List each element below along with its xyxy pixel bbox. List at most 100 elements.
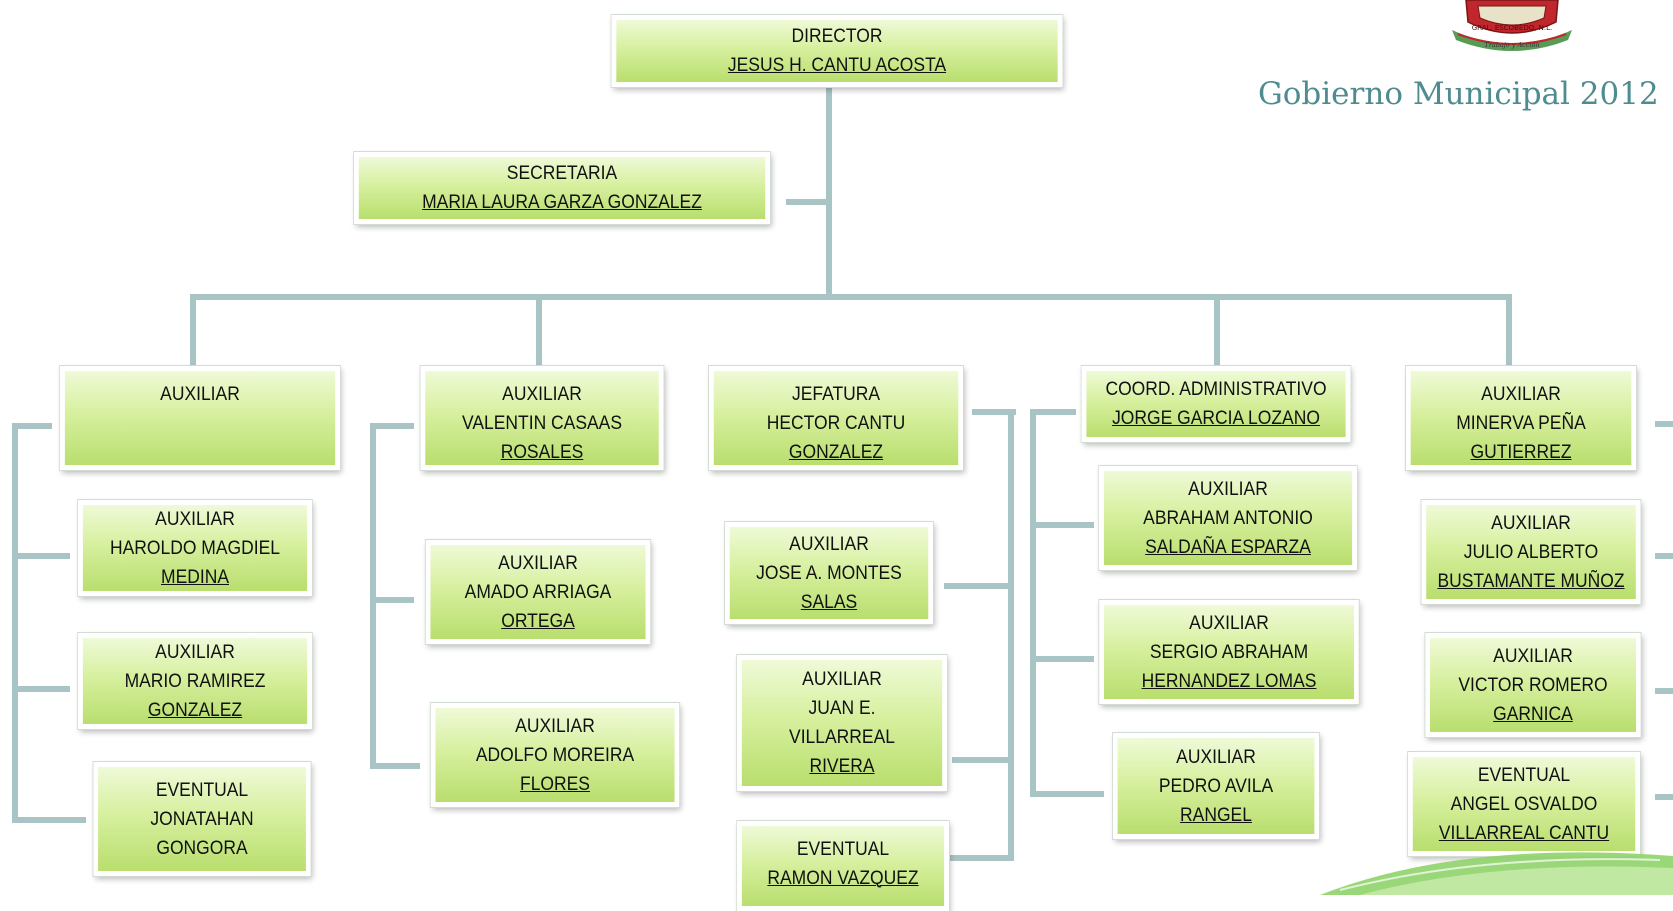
org-name-line: ANGEL OSVALDO [1450,793,1598,815]
org-box-jose: AUXILIAR JOSE A. MONTES SALAS [725,522,933,624]
connector-line [944,583,1014,589]
org-role: COORD. ADMINISTRATIVO [1105,379,1327,400]
org-box-mario: AUXILIAR MARIO RAMIREZ GONZALEZ [78,633,312,729]
connector-line [1030,656,1094,662]
org-role: AUXILIAR [502,384,582,405]
org-name: JESUS H. CANTU ACOSTA [727,55,947,76]
org-box-abraham: AUXILIAR ABRAHAM ANTONIO SALDAÑA ESPARZA [1099,466,1357,570]
org-box-julio: AUXILIAR JULIO ALBERTO BUSTAMANTE MUÑOZ [1421,500,1641,604]
org-name-line: ROSALES [500,442,584,463]
connector-line [952,757,1014,763]
org-box-pedro: AUXILIAR PEDRO AVILA RANGEL [1112,733,1320,839]
org-role: AUXILIAR [802,669,882,690]
org-role: AUXILIAR [498,552,578,574]
connector-line [536,294,542,366]
org-box-adolfo: AUXILIAR ADOLFO MOREIRA FLORES [430,703,680,807]
org-name-line: VICTOR ROMERO [1458,674,1608,696]
org-box-valentin: AUXILIAR VALENTIN CASAAS ROSALES [420,366,664,470]
org-name-line: VALENTIN CASAAS [462,413,622,434]
org-name: RAMON VAZQUEZ [767,868,919,889]
org-box-jonatahan: EVENTUAL JONATAHAN GONGORA [93,762,311,876]
org-name-line: SERGIO ABRAHAM [1149,641,1309,663]
org-name-line: JOSE A. MONTES [756,562,902,584]
org-name-line: JUAN E. [808,698,876,719]
connector-line [190,294,196,366]
org-role: EVENTUAL [155,779,249,801]
svg-text:GRAL. ESCOBEDO, N.L.: GRAL. ESCOBEDO, N.L. [1472,24,1553,32]
org-box-jorge: COORD. ADMINISTRATIVO JORGE GARCIA LOZAN… [1081,366,1351,442]
connector-line [12,686,70,692]
org-name-line: JULIO ALBERTO [1463,541,1599,563]
connector-line [1214,294,1220,366]
org-name-line: ABRAHAM ANTONIO [1143,507,1313,529]
org-role: SECRETARIA [506,163,618,184]
org-name-line: GONZALEZ [147,699,243,721]
connector-line [370,423,376,769]
org-role: AUXILIAR [1188,478,1268,500]
org-role: AUXILIAR [1491,512,1571,534]
org-name-line: HAROLDO MAGDIEL [110,537,280,559]
connector-line [786,199,832,205]
org-role: AUXILIAR [155,641,235,663]
connector-line [1030,522,1094,528]
org-name-line: HERNANDEZ LOMAS [1141,670,1317,692]
connector-line [12,423,52,429]
svg-text:Trabajo y Acción: Trabajo y Acción [1484,41,1539,49]
connector-line [1008,409,1014,861]
connector-line [1506,294,1512,366]
connector-line [972,409,1016,415]
org-box-aux-head-1: AUXILIAR [60,366,340,470]
connector-line [370,763,420,769]
connector-line [950,855,1014,861]
org-name: JORGE GARCIA LOZANO [1112,408,1320,429]
org-name: MARIA LAURA GARZA GONZALEZ [422,192,702,213]
org-name-line: ORTEGA [501,610,575,632]
org-box-minerva: AUXILIAR MINERVA PEÑA GUTIERREZ [1406,366,1636,470]
org-role: AUXILIAR [155,508,235,530]
org-name-line: PEDRO AVILA [1158,775,1274,797]
org-name-line: HECTOR CANTU [766,413,906,434]
org-box-sergio: AUXILIAR SERGIO ABRAHAM HERNANDEZ LOMAS [1099,600,1359,704]
connector-line [1030,409,1036,797]
org-name-line: BUSTAMANTE MUÑOZ [1437,570,1625,592]
connector-line [370,423,414,429]
org-name-line: MARIO RAMIREZ [124,670,266,692]
org-role: AUXILIAR [1481,384,1561,405]
connector-line [1030,409,1076,415]
connector-line [1655,421,1673,427]
connector-line [1655,794,1673,800]
org-name-line: AMADO ARRIAGA [464,581,612,603]
org-name-line: GONGORA [156,837,248,859]
org-name-line: VILLARREAL [789,727,895,748]
org-role: AUXILIAR [1493,645,1573,667]
org-box-director: DIRECTOR JESUS H. CANTU ACOSTA [611,15,1063,87]
connector-line [12,553,70,559]
org-role: AUXILIAR [1189,612,1269,634]
decorative-swoosh-graphic [1320,852,1673,895]
org-role: AUXILIAR [160,384,240,405]
org-role: EVENTUAL [1477,764,1571,786]
org-role: AUXILIAR [1176,746,1256,768]
org-box-victor: AUXILIAR VICTOR ROMERO GARNICA [1425,633,1641,737]
org-box-secretary: SECRETARIA MARIA LAURA GARZA GONZALEZ [354,152,770,224]
org-name-line: GUTIERREZ [1470,442,1572,463]
org-name-line: SALAS [800,591,858,613]
org-role: EVENTUAL [796,839,890,860]
org-name-line: VILLARREAL CANTU [1438,822,1610,844]
org-name-line: SALDAÑA ESPARZA [1145,536,1311,558]
org-box-haroldo: AUXILIAR HAROLDO MAGDIEL MEDINA [78,500,312,596]
connector-line [1655,688,1673,694]
org-role: JEFATURA [791,384,881,405]
org-name-line: RIVERA [809,756,875,777]
org-name-line: ADOLFO MOREIRA [475,744,635,766]
municipal-seal-logo: GRAL. ESCOBEDO, N.L. Trabajo y Acción [1452,0,1572,51]
org-name-line: JONATAHAN [150,808,254,830]
org-role: DIRECTOR [791,26,883,47]
org-box-ramon: EVENTUAL RAMON VAZQUEZ [737,821,949,911]
org-box-angel: EVENTUAL ANGEL OSVALDO VILLARREAL CANTU [1408,752,1640,856]
org-name-line: GARNICA [1493,703,1573,725]
connector-line [826,80,832,300]
connector-line [370,597,414,603]
org-name-line: FLORES [520,773,590,795]
